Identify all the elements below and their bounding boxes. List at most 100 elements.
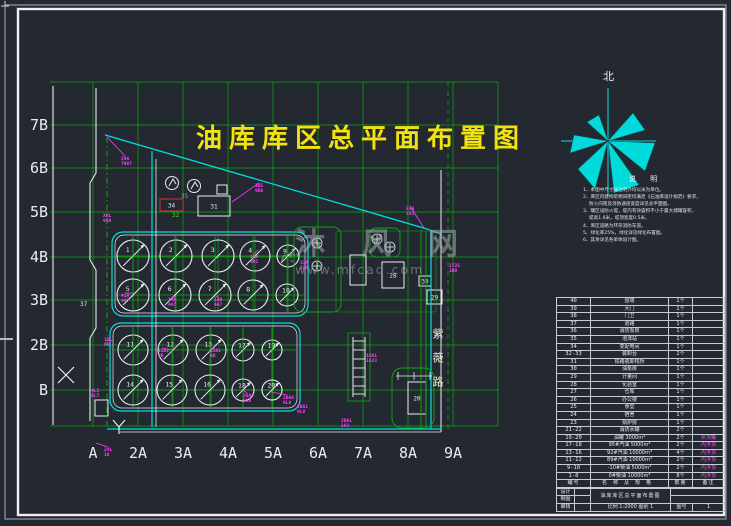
table-cell: 37 xyxy=(556,319,591,329)
table-cell: 内浮顶 xyxy=(692,441,725,450)
tank-circle xyxy=(276,244,300,268)
pump-flag xyxy=(190,181,199,190)
arrowhead xyxy=(275,342,280,347)
table-cell: 2个 xyxy=(668,350,693,359)
tank-circle xyxy=(158,278,192,312)
arrowhead xyxy=(139,339,144,344)
tank-diameter xyxy=(123,338,145,360)
table-cell: 1个 xyxy=(668,365,693,374)
leader-label: 14B xyxy=(214,297,223,303)
table-cell: 装卸台 xyxy=(590,350,669,359)
arrowhead xyxy=(246,342,251,347)
table-cell xyxy=(692,365,725,374)
table-cell: 2个 xyxy=(668,426,693,435)
table-cell: 95#汽油 5000m³ xyxy=(590,441,669,450)
table-cell: 17-18 xyxy=(556,441,591,450)
table-cell: 1个 xyxy=(668,297,693,306)
table-cell xyxy=(692,312,725,321)
leader-line xyxy=(106,136,126,157)
leader-label: 79A7 xyxy=(121,161,132,167)
table-cell: 27 xyxy=(556,388,591,397)
table-cell: 1个 xyxy=(668,395,693,405)
table-cell xyxy=(692,297,725,306)
table-cell: 40 xyxy=(556,297,591,306)
table-cell: 21-22 xyxy=(556,426,591,435)
leader-label: 9B6 xyxy=(255,188,264,194)
table-cell: 25 xyxy=(556,403,591,412)
tree-symbol xyxy=(311,237,323,249)
tank-dike-inner xyxy=(112,325,298,409)
note-line: 2、库区内建构筑物间距均满足《石油库设计规范》要求， xyxy=(583,195,701,201)
tank-number: 1 xyxy=(126,246,130,254)
table-cell xyxy=(692,426,725,435)
table-cell: 2个 xyxy=(668,441,693,450)
leader-label: 163 xyxy=(341,423,350,429)
arrowhead xyxy=(222,283,227,288)
title-block-cell xyxy=(574,487,591,497)
note-line: 4、库区道路为环形消防车道。 xyxy=(583,223,646,229)
title-block-title: 油库库区总平面布置图 xyxy=(590,487,671,505)
tank-number: 16 xyxy=(203,380,211,388)
table-header-cell: 编号 xyxy=(556,479,591,488)
tank-circle xyxy=(261,379,283,401)
table-cell: 办公楼 xyxy=(590,395,669,405)
title-block-cell xyxy=(670,495,725,505)
tank-number: 12 xyxy=(166,340,174,348)
leader-label: 33A xyxy=(300,260,309,266)
tank-circle xyxy=(156,374,188,406)
table-cell: 油泵房 xyxy=(590,365,669,374)
leader-label: 11B1 xyxy=(158,348,169,354)
row-axis-label: 5B xyxy=(30,203,48,221)
table-cell: 计量间 xyxy=(590,372,669,382)
title-block-cell: 审核 xyxy=(556,503,575,512)
pump-symbol xyxy=(165,176,179,190)
table-header-row: 编号名称及规格数量备注 xyxy=(556,479,725,488)
tank-number: 17 xyxy=(238,341,246,349)
wind-rose: 北 xyxy=(561,70,656,196)
tank-number: 11 xyxy=(126,340,134,348)
col-axis-label: A xyxy=(88,444,97,462)
building xyxy=(197,195,231,217)
tank-diameter xyxy=(122,283,145,306)
arrowhead xyxy=(246,382,251,387)
tank-diameter xyxy=(243,283,265,305)
leader-line xyxy=(409,205,425,229)
table-cell: 泡沫站 xyxy=(590,334,669,344)
table-cell: 2个 xyxy=(668,456,693,466)
tank-number: 3 xyxy=(211,246,215,254)
table-cell: 1个 xyxy=(668,342,693,352)
leader-label: 20A8 xyxy=(243,393,254,399)
row-axis-label: 3B xyxy=(30,291,48,309)
watermark: 沐 风 网 www.mfcad.com xyxy=(281,228,471,286)
table-cell xyxy=(692,410,725,420)
table-cell: 锅炉房 xyxy=(590,418,669,428)
tank-diameter xyxy=(123,378,145,400)
leader-label: 4A7 xyxy=(121,298,130,304)
leader-label: 151 xyxy=(406,211,415,217)
leader-line xyxy=(210,347,215,351)
tank-number: 19 xyxy=(268,342,276,350)
tank-number: 15 xyxy=(165,380,173,388)
leader-label: 53A xyxy=(406,206,415,212)
arrowhead xyxy=(140,283,145,288)
tank-circle xyxy=(159,239,193,273)
col-axis-label: 7A xyxy=(354,444,372,462)
table-cell xyxy=(692,403,725,412)
leader-label: XBL xyxy=(103,213,112,219)
pump-symbol xyxy=(187,179,201,193)
tank-diameter xyxy=(207,244,230,267)
table-cell: 消防泵房 xyxy=(590,327,669,336)
tank-number: 2 xyxy=(169,246,173,254)
table-cell: 内浮顶 xyxy=(692,456,725,466)
site-boundary xyxy=(104,82,449,433)
